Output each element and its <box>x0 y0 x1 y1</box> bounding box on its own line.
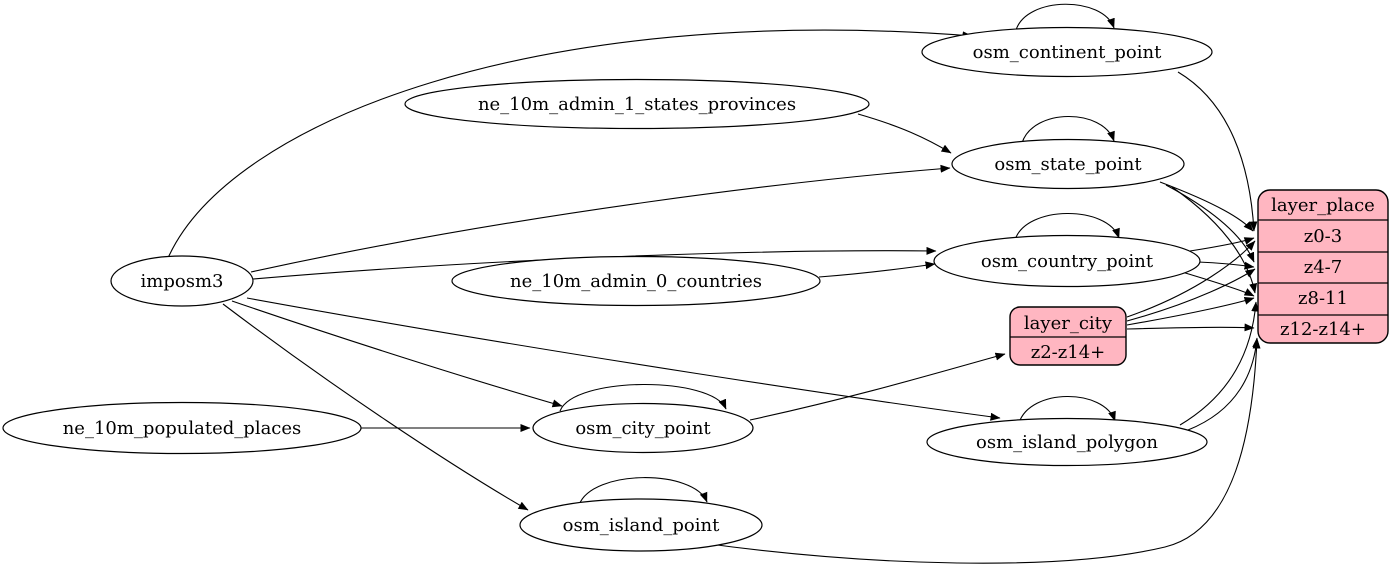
self-loop-osm_island_point <box>578 477 708 506</box>
edges-layer <box>167 3 1261 564</box>
node-ne_10m_populated_places-shape <box>2 401 362 455</box>
edge-layer_city-layer_place-z0-3 <box>1126 240 1256 318</box>
node-osm_country_point-shape <box>933 234 1201 288</box>
node-ne_10m_admin_0_countries: ne_10m_admin_0_countries <box>451 255 821 307</box>
edge-imposm3-osm_city_point <box>231 300 563 408</box>
node-osm_continent_point-label: osm_continent_point <box>973 42 1162 63</box>
record-layer_place: layer_place z0-3 z4-7 z8-11 z12-z14+ <box>1257 189 1389 344</box>
record-layer_city: layer_city z2-z14+ <box>1009 306 1127 366</box>
edge-imposm3-osm_continent_point <box>167 29 973 259</box>
record-layer_place-title: layer_place <box>1271 195 1375 216</box>
node-osm_state_point: osm_state_point <box>951 138 1185 190</box>
edge-osm_continent_point-layer_place-z0-3 <box>1177 71 1258 232</box>
node-osm_island_polygon-shape <box>926 417 1208 467</box>
node-imposm3-label: imposm3 <box>141 271 224 292</box>
edge-imposm3-osm_island_point <box>222 303 529 511</box>
edge-layer_city-layer_place-z12-z14 <box>1126 323 1255 332</box>
edge-osm_island_polygon-layer_place-z12-z14 <box>1187 337 1261 431</box>
node-ne_10m_admin_1_states_provinces-label: ne_10m_admin_1_states_provinces <box>478 94 796 115</box>
node-osm_continent_point: osm_continent_point <box>921 26 1213 78</box>
record-layer_place-row-z4-7: z4-7 <box>1304 257 1342 278</box>
edge-imposm3-osm_state_point <box>250 164 951 273</box>
edge-osm_island_point-layer_place-z12-z14 <box>701 338 1261 564</box>
self-loop-osm_island_polygon <box>1018 396 1116 424</box>
node-ne_10m_admin_0_countries-shape <box>451 255 821 307</box>
node-osm_city_point-shape <box>532 402 754 454</box>
self-loop-osm_city_point <box>559 384 727 412</box>
node-osm_city_point-label: osm_city_point <box>575 418 711 439</box>
node-osm_city_point: osm_city_point <box>532 402 754 454</box>
record-layer_place-shape <box>1257 189 1389 344</box>
edge-ne_10m_admin_1_states_provinces-osm_state_point <box>857 113 952 154</box>
node-osm_island_polygon: osm_island_polygon <box>926 417 1208 467</box>
record-layer_city-shape <box>1009 306 1127 366</box>
edge-ne_10m_admin_0_countries-osm_country_point <box>818 261 936 278</box>
record-layer_place-row-z0-3: z0-3 <box>1304 226 1342 247</box>
record-layer_city-title: layer_city <box>1024 313 1113 334</box>
node-ne_10m_populated_places-label: ne_10m_populated_places <box>63 418 302 439</box>
record-layer_place-row-z8-11: z8-11 <box>1298 288 1348 309</box>
edge-layer_city-layer_place-z8-11 <box>1126 297 1255 326</box>
node-osm_country_point: osm_country_point <box>933 234 1201 288</box>
edge-osm_state_point-layer_place-z0-3 <box>1159 181 1254 232</box>
node-osm_country_point-label: osm_country_point <box>981 251 1154 272</box>
node-osm_state_point-shape <box>951 138 1185 190</box>
node-ne_10m_admin_1_states_provinces: ne_10m_admin_1_states_provinces <box>404 78 870 130</box>
node-osm_continent_point-shape <box>921 26 1213 78</box>
edge-osm_island_polygon-layer_place-z8-11 <box>1179 301 1260 426</box>
node-ne_10m_populated_places: ne_10m_populated_places <box>2 401 362 455</box>
self-loop-osm_continent_point <box>1015 3 1115 31</box>
edge-osm_city_point-layer_city <box>749 352 1006 421</box>
edge-imposm3-osm_island_polygon <box>246 297 1001 421</box>
node-osm_island_point: osm_island_point <box>519 498 763 552</box>
edge-osm_state_point-layer_place-z8-11 <box>1171 186 1258 294</box>
record-layer_city-row-z2-z14: z2-z14+ <box>1031 342 1106 363</box>
node-osm_island_point-label: osm_island_point <box>563 515 720 536</box>
edge-layer_city-layer_place-z4-7 <box>1126 268 1256 322</box>
node-ne_10m_admin_0_countries-label: ne_10m_admin_0_countries <box>510 271 762 292</box>
node-osm_state_point-label: osm_state_point <box>994 154 1142 175</box>
node-osm_island_point-shape <box>519 498 763 552</box>
edge-osm_country_point-layer_place-z0-3 <box>1189 237 1255 252</box>
node-imposm3: imposm3 <box>110 255 254 307</box>
node-osm_island_polygon-label: osm_island_polygon <box>976 432 1158 453</box>
edge-osm_country_point-layer_place-z8-11 <box>1181 271 1255 297</box>
record-layer_place-row-z12-z14: z12-z14+ <box>1280 319 1366 340</box>
node-ne_10m_admin_1_states_provinces-shape <box>404 78 870 130</box>
self-loop-osm_country_point <box>1014 213 1120 241</box>
node-imposm3-shape <box>110 255 254 307</box>
self-loop-osm_state_point <box>1021 115 1115 144</box>
